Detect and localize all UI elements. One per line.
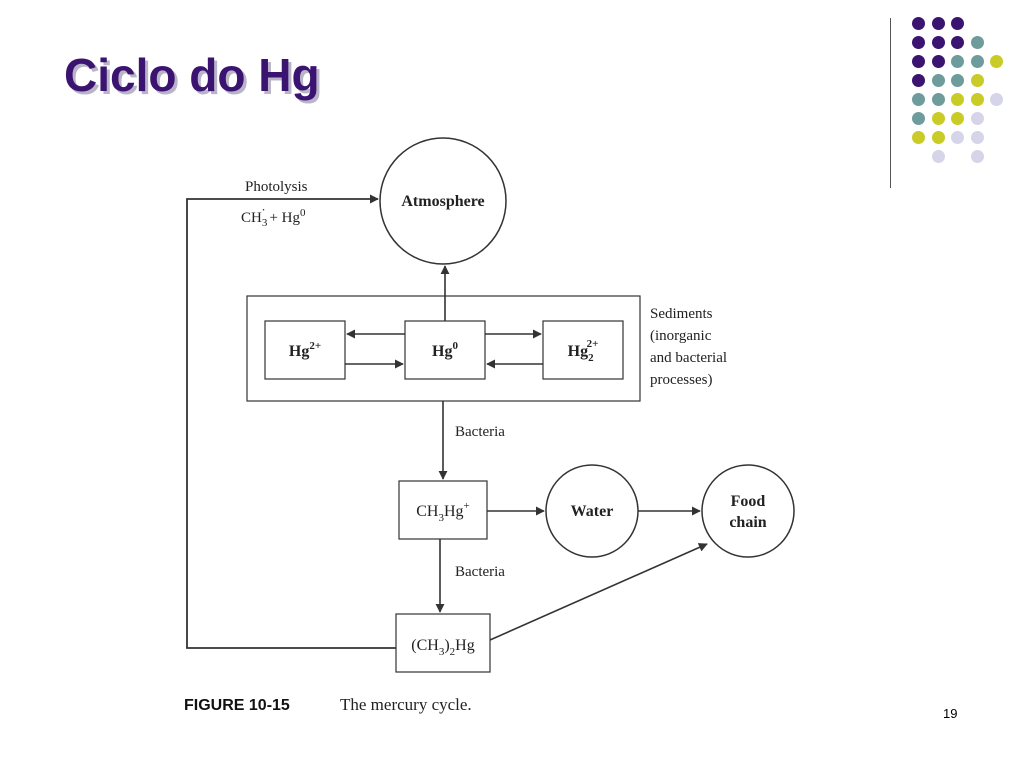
photolysis-path [186,194,396,649]
figure-number: FIGURE 10-15 [184,697,290,714]
decorative-dot [951,36,964,49]
decorative-dot [931,150,945,163]
decorative-dot [951,55,964,68]
decorative-dot [951,17,964,30]
hg0-node: Hg0 [404,320,486,380]
decorative-dot [990,93,1003,106]
atmosphere-label: Atmosphere [401,193,484,210]
decorative-dot [990,55,1003,68]
decorative-dot [931,74,945,87]
decorative-dot [912,93,925,106]
decorative-dot [970,74,984,87]
hg22-node: Hg22+ [542,320,624,380]
bacteria-label-2: Bacteria [455,564,505,580]
decorative-dot [931,17,945,30]
decorative-dot [951,93,964,106]
svg-text:Hg2+: Hg2+ [289,340,321,360]
svg-text:Hg22+: Hg22+ [568,338,599,364]
svg-text:processes): processes) [650,372,712,388]
decorative-dot [912,55,925,68]
decorative-dot [951,112,964,125]
decorative-dot [931,131,945,144]
decorative-dot [931,55,945,68]
svg-text:Hg0: Hg0 [432,340,458,360]
slide-title: Ciclo do Hg [64,49,320,101]
bacteria-label-1: Bacteria [455,424,505,440]
svg-text:Food: Food [731,493,766,510]
food-chain-arrows [487,506,708,641]
decorative-dot [931,93,945,106]
svg-text:CH3Hg+: CH3Hg+ [416,500,470,524]
decorative-dot [912,131,925,144]
decorative-dot [970,36,984,49]
food-chain-node: Food chain [701,464,795,558]
figure-caption: The mercury cycle. [340,695,472,714]
divider-line [890,18,891,188]
atmosphere-node: Atmosphere [379,137,507,265]
slide-number: 19 [943,706,958,721]
decorative-dot [970,55,984,68]
decorative-dot [912,36,925,49]
photolysis-label: Photolysis [245,179,308,195]
decorative-dot [931,36,945,49]
decorative-dot [912,17,925,30]
decorative-dot [912,74,925,87]
decorative-dot [931,112,945,125]
decorative-dot [951,74,964,87]
decorative-dot [951,131,964,144]
sediments-label: Sediments (inorganic and bacterial proce… [650,306,727,388]
sediment-arrows [345,265,543,369]
svg-text:chain: chain [729,514,766,531]
decorative-dot [970,112,984,125]
svg-text:(CH3)2Hg: (CH3)2Hg [411,637,474,658]
hg2-node: Hg2+ [264,320,346,380]
svg-text:and bacterial: and bacterial [650,350,727,366]
decorative-dot [970,131,984,144]
svg-text:Water: Water [571,503,614,520]
svg-text:(inorganic: (inorganic [650,328,712,344]
water-node: Water [545,464,639,558]
photolysis-formula: CH3· + Hg0 [241,202,306,229]
decorative-dot [912,112,925,125]
methylmercury-node: CH3Hg+ [398,480,488,540]
decorative-dot [970,150,984,163]
decorative-dot [970,93,984,106]
svg-text:Sediments: Sediments [650,306,713,322]
dimethylmercury-node: (CH3)2Hg [395,613,491,673]
